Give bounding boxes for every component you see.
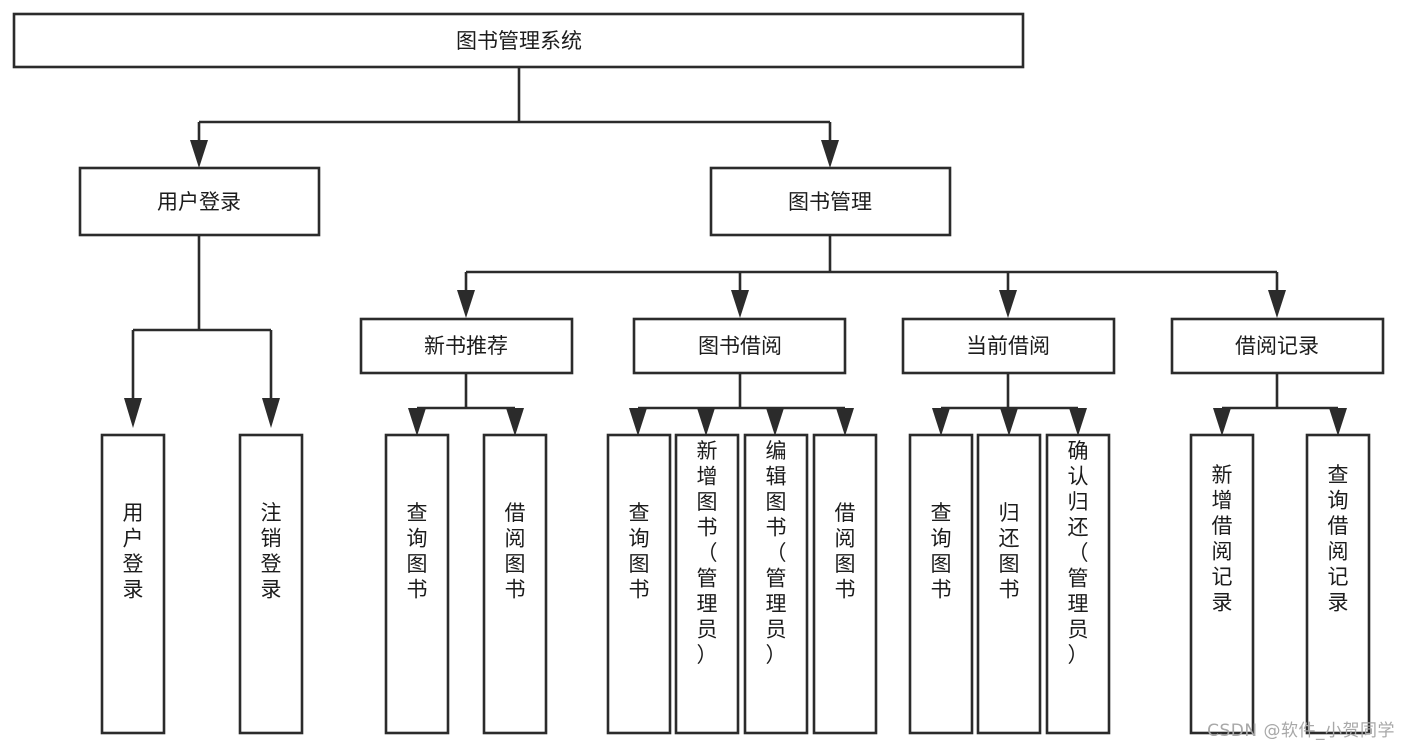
arrow-head-borrow-record (1268, 290, 1286, 318)
node-leaf-query-book-3-label: 查询图书 (931, 501, 952, 602)
node-leaf-user-login-label: 用户登录 (123, 501, 144, 602)
arrow-head-leaf-add-book (697, 408, 715, 436)
node-leaf-query-book-1[interactable]: 查询图书 (384, 433, 450, 735)
node-current-borrow-box[interactable] (901, 317, 1116, 375)
arrow-head-leaf-borrow-book-1 (506, 408, 524, 436)
node-user-login-label: 用户登录 (157, 190, 241, 214)
arrow-head-leaf-query-record (1329, 408, 1347, 436)
arrow-head-book-borrow (731, 290, 749, 318)
node-root-box[interactable] (12, 12, 1025, 69)
arrow-head-current-borrow (999, 290, 1017, 318)
node-leaf-add-book[interactable]: 新增图书（管理员） (674, 433, 740, 735)
node-book-manage-label: 图书管理 (788, 190, 872, 214)
node-leaf-query-book-3-box[interactable] (908, 433, 974, 735)
arrow-head-leaf-edit-book (766, 408, 784, 436)
node-leaf-query-book-2-label: 查询图书 (629, 501, 650, 602)
node-leaf-edit-book-box[interactable] (743, 433, 809, 735)
csdn-watermark: CSDN @软件_小贺同学 (1207, 721, 1395, 741)
arrow-head-leaf-add-record (1213, 408, 1231, 436)
arrow-head-user-login (190, 140, 208, 168)
node-leaf-confirm-return-box[interactable] (1045, 433, 1111, 735)
node-leaf-borrow-book-2-label: 借阅图书 (835, 501, 856, 602)
node-leaf-add-record-label: 新增借阅记录 (1212, 463, 1233, 615)
node-leaf-edit-book[interactable]: 编辑图书（管理员） (743, 433, 809, 735)
arrow-head-leaf-return-book (1000, 408, 1018, 436)
arrow-head-book-manage (821, 140, 839, 168)
node-user-login-box[interactable] (78, 166, 321, 237)
node-leaf-logout-box[interactable] (238, 433, 304, 735)
node-leaf-user-login-box[interactable] (100, 433, 166, 735)
node-leaf-edit-book-label: 编辑图书（管理员） (766, 439, 787, 667)
node-leaf-confirm-return-label: 确认归还（管理员） (1068, 439, 1089, 667)
arrow-head-new-book-rec (457, 290, 475, 318)
node-new-book-rec[interactable]: 新书推荐 (359, 317, 574, 375)
node-leaf-query-book-1-label: 查询图书 (407, 501, 428, 602)
node-leaf-user-login[interactable]: 用户登录 (100, 433, 166, 735)
node-book-borrow-box[interactable] (632, 317, 847, 375)
arrow-head-leaf-borrow-book-2 (836, 408, 854, 436)
node-borrow-record-box[interactable] (1170, 317, 1385, 375)
arrow-head-leaf-query-book-2 (629, 408, 647, 436)
node-leaf-query-book-3[interactable]: 查询图书 (908, 433, 974, 735)
node-leaf-logout-label: 注销登录 (261, 501, 282, 602)
arrow-head-leaf-query-book-3 (932, 408, 950, 436)
node-leaf-query-book-1-box[interactable] (384, 433, 450, 735)
node-leaf-query-record-label: 查询借阅记录 (1328, 463, 1349, 615)
connector-layer (124, 67, 1347, 436)
node-user-login[interactable]: 用户登录 (78, 166, 321, 237)
node-leaf-query-record[interactable]: 查询借阅记录 (1305, 433, 1371, 735)
node-leaf-add-record-box[interactable] (1189, 433, 1255, 735)
node-leaf-add-record[interactable]: 新增借阅记录 (1189, 433, 1255, 735)
node-leaf-query-book-2[interactable]: 查询图书 (606, 433, 672, 735)
node-leaf-borrow-book-1-label: 借阅图书 (505, 501, 526, 602)
node-leaf-borrow-book-2[interactable]: 借阅图书 (812, 433, 878, 735)
node-leaf-logout[interactable]: 注销登录 (238, 433, 304, 735)
node-leaf-return-book[interactable]: 归还图书 (976, 433, 1042, 735)
node-current-borrow[interactable]: 当前借阅 (901, 317, 1116, 375)
node-new-book-rec-label: 新书推荐 (424, 334, 508, 358)
node-leaf-query-record-box[interactable] (1305, 433, 1371, 735)
node-book-manage-box[interactable] (709, 166, 952, 237)
node-leaf-return-book-box[interactable] (976, 433, 1042, 735)
node-leaf-query-book-2-box[interactable] (606, 433, 672, 735)
node-root-label: 图书管理系统 (456, 29, 582, 53)
node-book-borrow[interactable]: 图书借阅 (632, 317, 847, 375)
node-leaf-borrow-book-2-box[interactable] (812, 433, 878, 735)
node-leaf-confirm-return[interactable]: 确认归还（管理员） (1045, 433, 1111, 735)
node-borrow-record[interactable]: 借阅记录 (1170, 317, 1385, 375)
node-book-borrow-label: 图书借阅 (698, 334, 782, 358)
node-borrow-record-label: 借阅记录 (1235, 334, 1319, 358)
node-root[interactable]: 图书管理系统 (12, 12, 1025, 69)
node-leaf-borrow-book-1[interactable]: 借阅图书 (482, 433, 548, 735)
arrow-head-leaf-query-book-1 (408, 408, 426, 436)
node-leaf-add-book-box[interactable] (674, 433, 740, 735)
leaf-layer: 用户登录 注销登录 查询图书 借阅图书 查询图书 新增图书（管理员） (100, 433, 1371, 735)
arrow-head-leaf-logout (262, 398, 280, 428)
node-book-manage[interactable]: 图书管理 (709, 166, 952, 237)
arrow-head-leaf-user-login (124, 398, 142, 428)
node-new-book-rec-box[interactable] (359, 317, 574, 375)
arrow-head-leaf-confirm-return (1069, 408, 1087, 436)
node-leaf-add-book-label: 新增图书（管理员） (697, 439, 718, 667)
node-leaf-return-book-label: 归还图书 (999, 501, 1020, 602)
node-leaf-borrow-book-1-box[interactable] (482, 433, 548, 735)
node-current-borrow-label: 当前借阅 (966, 334, 1050, 358)
